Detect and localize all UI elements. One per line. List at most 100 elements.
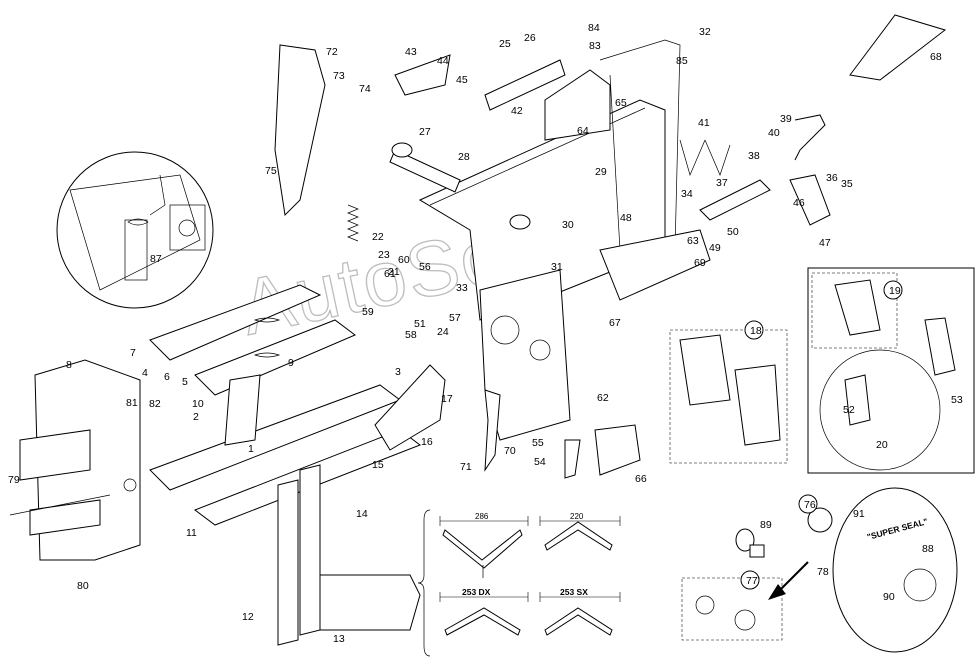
- part-label-35: 35: [841, 178, 853, 190]
- part-label-80: 80: [77, 580, 89, 592]
- part-label-15: 15: [372, 459, 384, 471]
- part-54: [564, 439, 581, 479]
- dim-253-sx: 253 SX: [560, 587, 588, 597]
- parallel-links: [149, 284, 422, 526]
- part-label-13: 13: [333, 633, 345, 645]
- part-label-10: 10: [192, 398, 204, 410]
- detail-box-19-53: [807, 267, 975, 474]
- part-label-2: 2: [193, 411, 199, 423]
- part-label-72: 72: [326, 46, 338, 58]
- part-label-29: 29: [595, 166, 607, 178]
- detail-box-18: [669, 329, 788, 464]
- part-label-53: 53: [951, 394, 963, 406]
- part-label-66: 66: [635, 473, 647, 485]
- part-label-37: 37: [716, 177, 728, 189]
- part-label-19: 19: [889, 285, 901, 297]
- part-label-24: 24: [437, 326, 449, 338]
- part-label-4: 4: [142, 367, 148, 379]
- part-label-34: 34: [681, 188, 693, 200]
- profile-220: 220: [539, 512, 621, 551]
- part-label-49: 49: [709, 242, 721, 254]
- part-label-57: 57: [449, 312, 461, 324]
- part-label-75: 75: [265, 165, 277, 177]
- part-label-18: 18: [750, 325, 762, 337]
- profile-253-sx: 253 SX: [539, 587, 621, 636]
- detail-circle-spring: [56, 151, 214, 309]
- part-label-79: 79: [8, 474, 20, 486]
- part-label-32: 32: [699, 26, 711, 38]
- crank-assembly: [679, 114, 831, 226]
- part-label-5: 5: [182, 376, 188, 388]
- part-label-30: 30: [562, 219, 574, 231]
- depth-bars: [277, 464, 421, 646]
- shield-68: [849, 14, 947, 81]
- part-label-77: 77: [746, 575, 758, 587]
- shaft-28: [389, 142, 531, 230]
- part-label-28: 28: [458, 151, 470, 163]
- part-label-63: 63: [687, 235, 699, 247]
- part-label-67: 67: [609, 317, 621, 329]
- v-profile-set: 286 220 253 DX 253 SX: [417, 509, 621, 657]
- part-label-38: 38: [748, 150, 760, 162]
- plate-64: [544, 69, 611, 141]
- part-label-3: 3: [395, 366, 401, 378]
- part-label-22: 22: [372, 231, 384, 243]
- tine-70: [484, 389, 501, 472]
- dim-286: 286: [475, 512, 489, 521]
- part-label-17: 17: [441, 393, 453, 405]
- part-label-68: 68: [930, 51, 942, 63]
- part-label-9: 9: [288, 357, 294, 369]
- part-label-50: 50: [727, 226, 739, 238]
- part-label-11: 11: [186, 527, 197, 539]
- profile-253-dx: 253 DX: [439, 587, 529, 636]
- part-label-82: 82: [149, 398, 161, 410]
- part-label-23: 23: [378, 249, 390, 261]
- part-label-70: 70: [504, 445, 516, 457]
- part-label-58: 58: [405, 329, 417, 341]
- part-label-64: 64: [577, 125, 589, 137]
- strip-26: [484, 59, 566, 111]
- part-label-62: 62: [597, 392, 609, 404]
- part-label-83: 83: [589, 40, 601, 52]
- part-label-26: 26: [524, 32, 536, 44]
- part-label-84: 84: [588, 22, 600, 34]
- part-label-61: 61: [384, 268, 396, 280]
- part-label-81: 81: [126, 397, 138, 409]
- part-label-42: 42: [511, 105, 523, 117]
- callout-circle-77: [740, 570, 760, 590]
- part-label-6: 6: [164, 371, 170, 383]
- part-label-41: 41: [698, 117, 710, 129]
- seal-89: [735, 528, 765, 558]
- part-label-56: 56: [419, 261, 431, 273]
- disc-78: "SUPER SEAL": [807, 487, 958, 653]
- part-label-20: 20: [876, 439, 888, 451]
- part-label-21: 21: [388, 266, 400, 278]
- detail-box-77: [681, 561, 809, 641]
- part-label-88: 88: [922, 543, 934, 555]
- part-label-74: 74: [359, 83, 371, 95]
- bracket-44: [394, 54, 451, 96]
- part-label-59: 59: [362, 306, 374, 318]
- part-label-12: 12: [242, 611, 254, 623]
- part-label-33: 33: [456, 282, 468, 294]
- part-label-52: 52: [843, 404, 855, 416]
- part-label-40: 40: [768, 127, 780, 139]
- part-label-31: 31: [551, 261, 563, 273]
- callout-circle-19: [883, 280, 903, 300]
- profile-286: 286: [439, 512, 529, 578]
- part-label-16: 16: [421, 436, 433, 448]
- part-label-44: 44: [437, 55, 449, 67]
- part-label-25: 25: [499, 38, 511, 50]
- part-label-91: 91: [853, 508, 865, 520]
- part-label-89: 89: [760, 519, 772, 531]
- part-label-14: 14: [356, 508, 368, 520]
- callout-circle-18: [744, 320, 764, 340]
- part-label-73: 73: [333, 70, 345, 82]
- part-label-36: 36: [826, 172, 838, 184]
- part-label-90: 90: [883, 591, 895, 603]
- part-label-65: 65: [615, 97, 627, 109]
- part-label-54: 54: [534, 456, 546, 468]
